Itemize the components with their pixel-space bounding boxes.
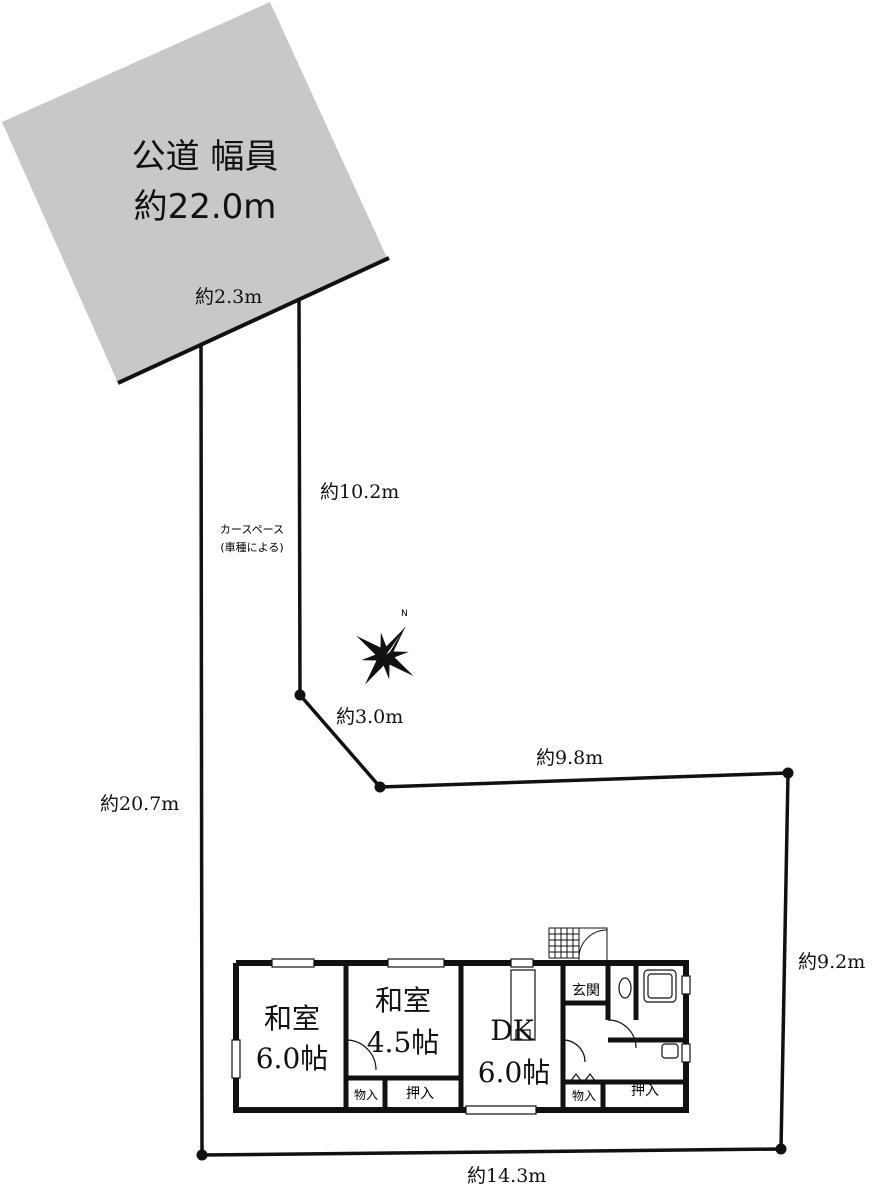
room-dk-size: 6.0帖 [478, 1056, 551, 1089]
access-east-line [297, 297, 302, 696]
sink-icon [661, 1043, 679, 1059]
monoire-1-label: 物入 [354, 1088, 378, 1102]
oshiire-2-label: 押入 [631, 1083, 659, 1099]
car-space-note: カースペース (車種による) [220, 523, 284, 554]
west-edge-line [199, 343, 204, 1156]
monoire-2-label: 物入 [572, 1089, 596, 1103]
fixtures [345, 969, 679, 1083]
corner-marker [374, 781, 386, 793]
lot-boundary [199, 297, 790, 1157]
room-washitsu-2-size: 4.5帖 [367, 1026, 440, 1059]
house-floor-plan: 和室 6.0帖 和室 4.5帖 DK 6.0帖 玄関 物入 押入 物入 押入 [231, 927, 691, 1115]
windows [231, 958, 691, 1115]
compass-star-icon [356, 627, 414, 685]
public-road: 公道 幅員 約22.0m [2, 2, 390, 385]
road-width: 約22.0m [134, 187, 277, 227]
oshiire-1-label: 押入 [406, 1086, 434, 1102]
east-edge-line [779, 772, 790, 1150]
corner-markers [196, 689, 794, 1161]
corner-marker [782, 767, 794, 779]
dimension-labels: 約2.3m 約10.2m 約3.0m 約9.8m 約9.2m 約14.3m 約2… [100, 286, 865, 1187]
east-edge-label: 約9.2m [798, 951, 865, 973]
genkan-label: 玄関 [572, 982, 600, 999]
access-length-label: 約10.2m [320, 481, 399, 503]
bathtub-icon [643, 969, 677, 1003]
car-space-note-label: (車種による) [220, 540, 283, 554]
frontage-label: 約2.3m [195, 286, 262, 308]
room-washitsu-1-name: 和室 [264, 1002, 320, 1035]
north-edge-line [379, 771, 789, 789]
interior-walls [343, 963, 686, 1110]
room-dk-name: DK [490, 1014, 534, 1047]
south-edge-line [201, 1147, 782, 1157]
road-boundary-line [117, 256, 390, 385]
toilet-icon [618, 977, 632, 999]
room-washitsu-1-size: 6.0帖 [256, 1042, 329, 1075]
diagonal-length-label: 約3.0m [336, 706, 403, 728]
road-area [2, 2, 388, 383]
diagonal-line [298, 693, 382, 789]
car-space-label: カースペース [220, 523, 284, 536]
corner-marker [775, 1143, 787, 1155]
corner-marker [196, 1149, 208, 1161]
corner-marker [294, 689, 306, 701]
north-edge-label: 約9.8m [536, 747, 603, 769]
road-title: 公道 幅員 [132, 137, 279, 177]
entrance-step [548, 927, 608, 963]
north-letter: N [401, 609, 408, 619]
south-edge-label: 約14.3m [467, 1165, 546, 1187]
west-edge-label: 約20.7m [100, 793, 179, 815]
room-washitsu-2-name: 和室 [375, 984, 431, 1017]
